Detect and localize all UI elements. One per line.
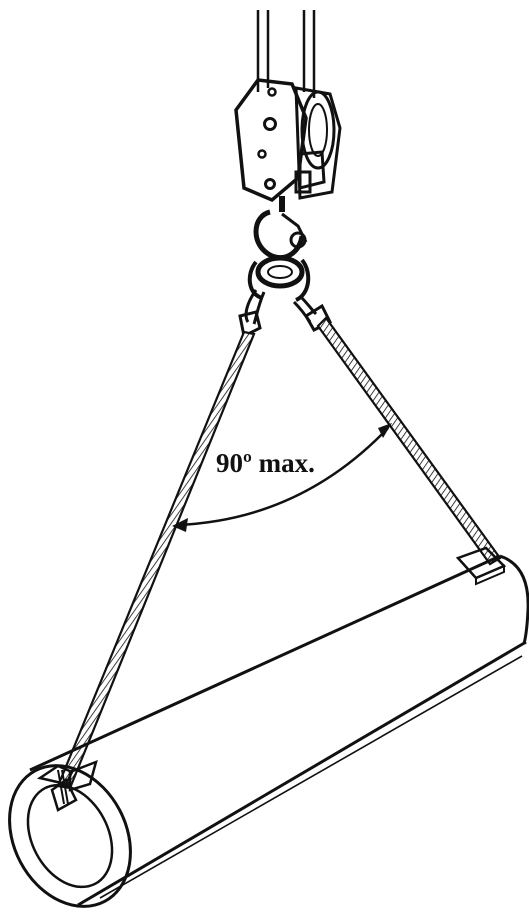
- hook: [256, 196, 306, 258]
- left-sling-leg: [58, 332, 254, 788]
- right-sling-leg: [318, 318, 500, 564]
- pulley-block: [236, 80, 340, 200]
- angle-label: 90º max.: [216, 448, 315, 478]
- master-link: [250, 258, 309, 300]
